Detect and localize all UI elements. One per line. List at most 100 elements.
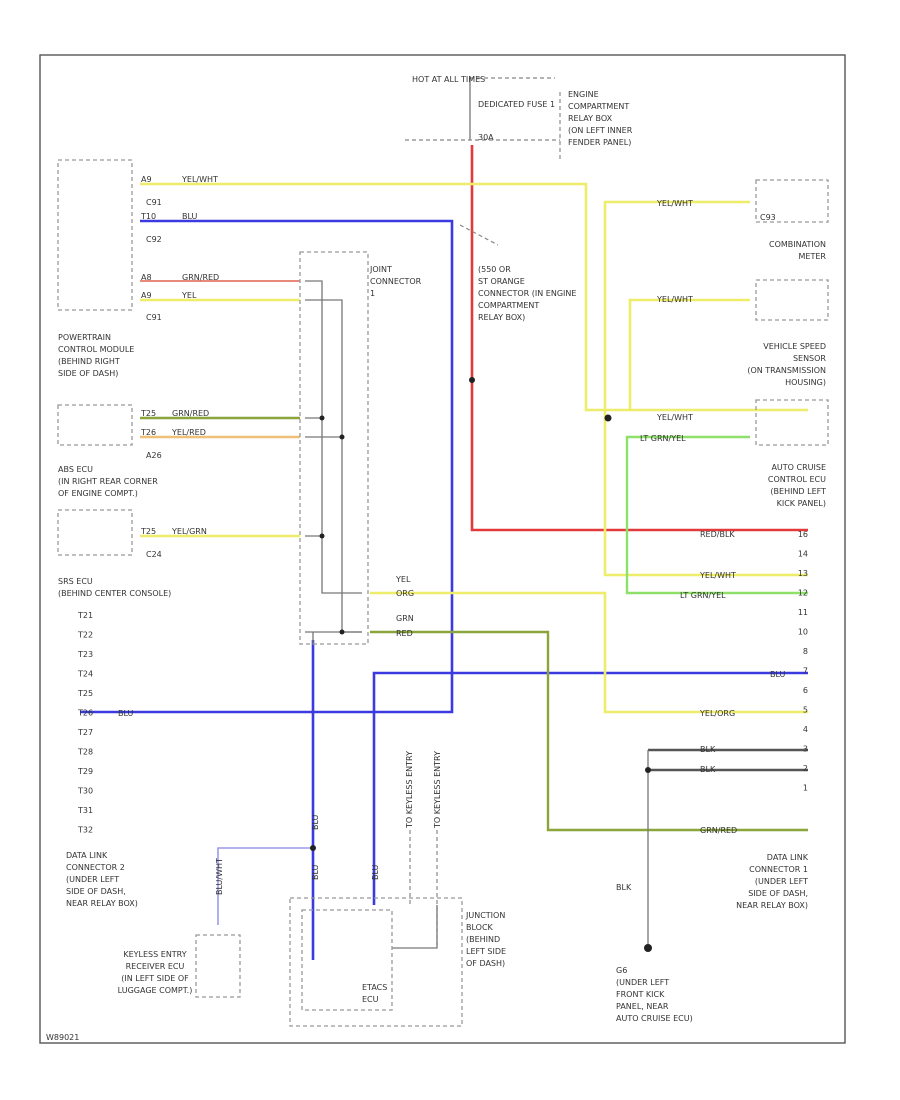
fuse-rating: 30A — [478, 133, 494, 142]
junction-dot-yel — [604, 414, 612, 422]
dlc1-wire-blk-1: BLK — [700, 745, 716, 754]
wire-blu-wht-keyless — [217, 847, 313, 925]
wire-yel-org-dlc1 — [370, 591, 808, 714]
dlc2-pins-line: T31 — [77, 806, 93, 815]
fuse-loc-line: RELAY BOX — [568, 114, 613, 123]
dlc1-pins-line: 8 — [803, 647, 808, 656]
pcm-wire-grn-red: GRN/RED — [182, 273, 219, 282]
meter-conn: C93 — [760, 213, 776, 222]
dlc1-wire-blu: BLU — [770, 670, 786, 679]
keyless-label-line: KEYLESS ENTRY — [123, 950, 186, 959]
srs-conn: C24 — [146, 550, 162, 559]
dlc1-pins-line: 12 — [798, 589, 808, 598]
dlc2-pins-line: T24 — [77, 670, 93, 679]
junction-stub-1 — [409, 830, 438, 945]
etacs-label-line: ECU — [362, 995, 379, 1004]
vss-label-line: VEHICLE SPEED — [763, 342, 826, 351]
junction-label-line: OF DASH) — [466, 959, 505, 968]
dlc1-pins-line: 16 — [798, 530, 808, 539]
joint-internal-6 — [305, 631, 362, 645]
abs-label-line: OF ENGINE COMPT.) — [58, 489, 138, 498]
joint-wire-yel: YEL — [395, 575, 411, 584]
dlc2-pins-line: T25 — [77, 689, 93, 698]
joint-internal-2 — [305, 299, 362, 633]
hot-at-all-times-label: HOT AT ALL TIMES — [412, 75, 485, 84]
dlc2-label-line: (UNDER LEFT — [66, 875, 119, 884]
pcm-wire-blu: BLU — [182, 212, 198, 221]
pcm-pin-a8: A8 — [141, 273, 152, 282]
wire-grn-red-dlc1 — [370, 630, 808, 832]
meter-box — [755, 179, 829, 223]
pcm-pin-a9: A9 — [141, 175, 152, 184]
joint-label-line: JOINT — [369, 265, 392, 274]
fuse-label: DEDICATED FUSE 1 — [478, 100, 555, 109]
conn550-line: CONNECTOR (IN ENGINE — [478, 289, 576, 298]
junction-dot-red — [469, 377, 475, 383]
pcm-conn-3: C91 — [146, 313, 162, 322]
dlc1-label-line: (UNDER LEFT — [755, 877, 808, 886]
dlc1-wire-lt-grn: LT GRN/YEL — [680, 591, 726, 600]
dlc2-pins-line: T30 — [77, 787, 93, 796]
dlc1-label-line: NEAR RELAY BOX) — [736, 901, 808, 910]
abs-pin-t25: T25 — [140, 409, 156, 418]
joint-wire-red: RED — [396, 629, 413, 638]
wire-lt-grn-yel — [625, 435, 808, 595]
meter-label-line: METER — [799, 252, 827, 261]
dlc2-pins-line: T32 — [77, 826, 93, 835]
keyless-dot — [310, 845, 316, 851]
keyless-box — [195, 934, 241, 998]
blu-wire-vert-1: BLU — [311, 814, 320, 830]
pcm-box — [57, 159, 133, 311]
dlc1-pins-line: 1 — [803, 784, 808, 793]
keyless-wire-label: BLU/WHT — [215, 858, 224, 895]
abs-ecu-box — [57, 404, 133, 446]
dlc1-wire-red-blk: RED/BLK — [700, 530, 735, 539]
dlc2-pins-line: T28 — [77, 748, 93, 757]
ground-label-line: (UNDER LEFT — [616, 978, 669, 987]
meter-label-line: COMBINATION — [769, 240, 826, 249]
vss-label-line: (ON TRANSMISSION — [747, 366, 826, 375]
dlc2-pins-line: T22 — [77, 631, 93, 640]
abs-wire-yel-red: YEL/RED — [171, 428, 206, 437]
dlc1-label-line: SIDE OF DASH, — [748, 889, 808, 898]
joint-dot-1 — [319, 415, 325, 421]
vss-wire-yel-wht: YEL/WHT — [656, 295, 693, 304]
srs-wire-yel-org: YEL/GRN — [171, 527, 207, 536]
dlc1-wire-yel-wht: YEL/WHT — [699, 571, 736, 580]
junction-label-line: BLOCK — [466, 923, 494, 932]
blu-wire-vert-3: BLU — [371, 864, 380, 880]
ground-dot — [644, 944, 652, 952]
pcm-label-line: SIDE OF DASH) — [58, 369, 118, 378]
joint-connector-box — [299, 251, 369, 645]
abs-label-line: (IN RIGHT REAR CORNER — [58, 477, 158, 486]
joint-label-line: CONNECTOR — [370, 277, 422, 286]
fuse-loc-line: (ON LEFT INNER — [568, 126, 633, 135]
pcm-label-line: POWERTRAIN — [58, 333, 111, 342]
pcm-label-line: CONTROL MODULE — [58, 345, 134, 354]
junction-box — [289, 897, 463, 1027]
dlc2-pins-line: T21 — [77, 611, 93, 620]
dlc2-pins-line: T29 — [77, 767, 93, 776]
cruise-label-line: CONTROL ECU — [768, 475, 826, 484]
dlc2-label-line: SIDE OF DASH, — [66, 887, 126, 896]
dlc2-pins-line: T23 — [77, 650, 93, 659]
dlc1-pins-line: 14 — [798, 550, 808, 559]
dlc1-pins-line: 2 — [803, 764, 808, 773]
dlc2-pins-line: T26 — [77, 709, 93, 718]
wire-blu-pcm — [80, 219, 454, 714]
dlc1-pins-line: 3 — [803, 745, 808, 754]
abs-wire-grn-red: GRN/RED — [172, 409, 209, 418]
conn550-line: (550 OR — [478, 265, 511, 274]
cruise-label-line: (BEHIND LEFT — [770, 487, 826, 496]
srs-ecu-box — [57, 509, 133, 556]
pcm-pin-t10: T10 — [140, 212, 156, 221]
stub-label-1: TO KEYLESS ENTRY — [405, 751, 414, 829]
dlc2-label-line: DATA LINK — [66, 851, 108, 860]
